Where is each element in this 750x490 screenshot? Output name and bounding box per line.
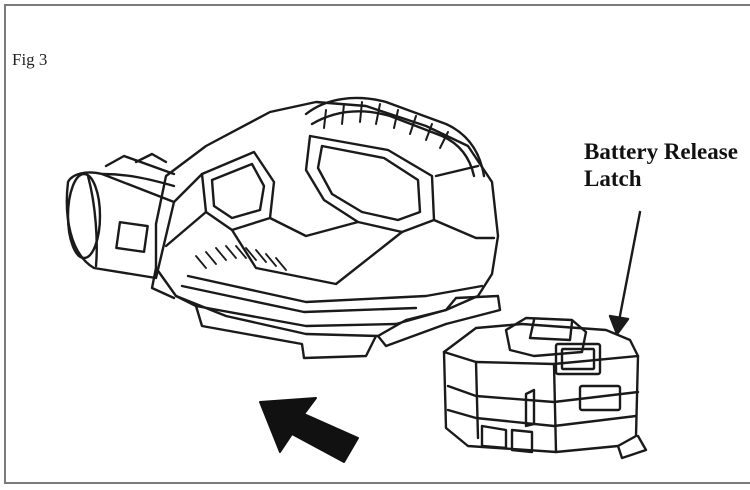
diagram-illustration <box>65 96 648 463</box>
blower-tool-illustration <box>65 96 502 360</box>
battery-release-latch-label: Battery Release Latch <box>584 138 738 192</box>
latch-pointer-arrow <box>608 210 642 336</box>
callout-line-2: Latch <box>584 166 642 191</box>
battery-pack-illustration <box>442 316 648 460</box>
insert-direction-arrow <box>259 397 359 463</box>
figure-frame: Fig 3 Battery Release Latch <box>4 4 750 484</box>
figure-label: Fig 3 <box>12 50 48 69</box>
callout-line-1: Battery Release <box>584 139 738 164</box>
